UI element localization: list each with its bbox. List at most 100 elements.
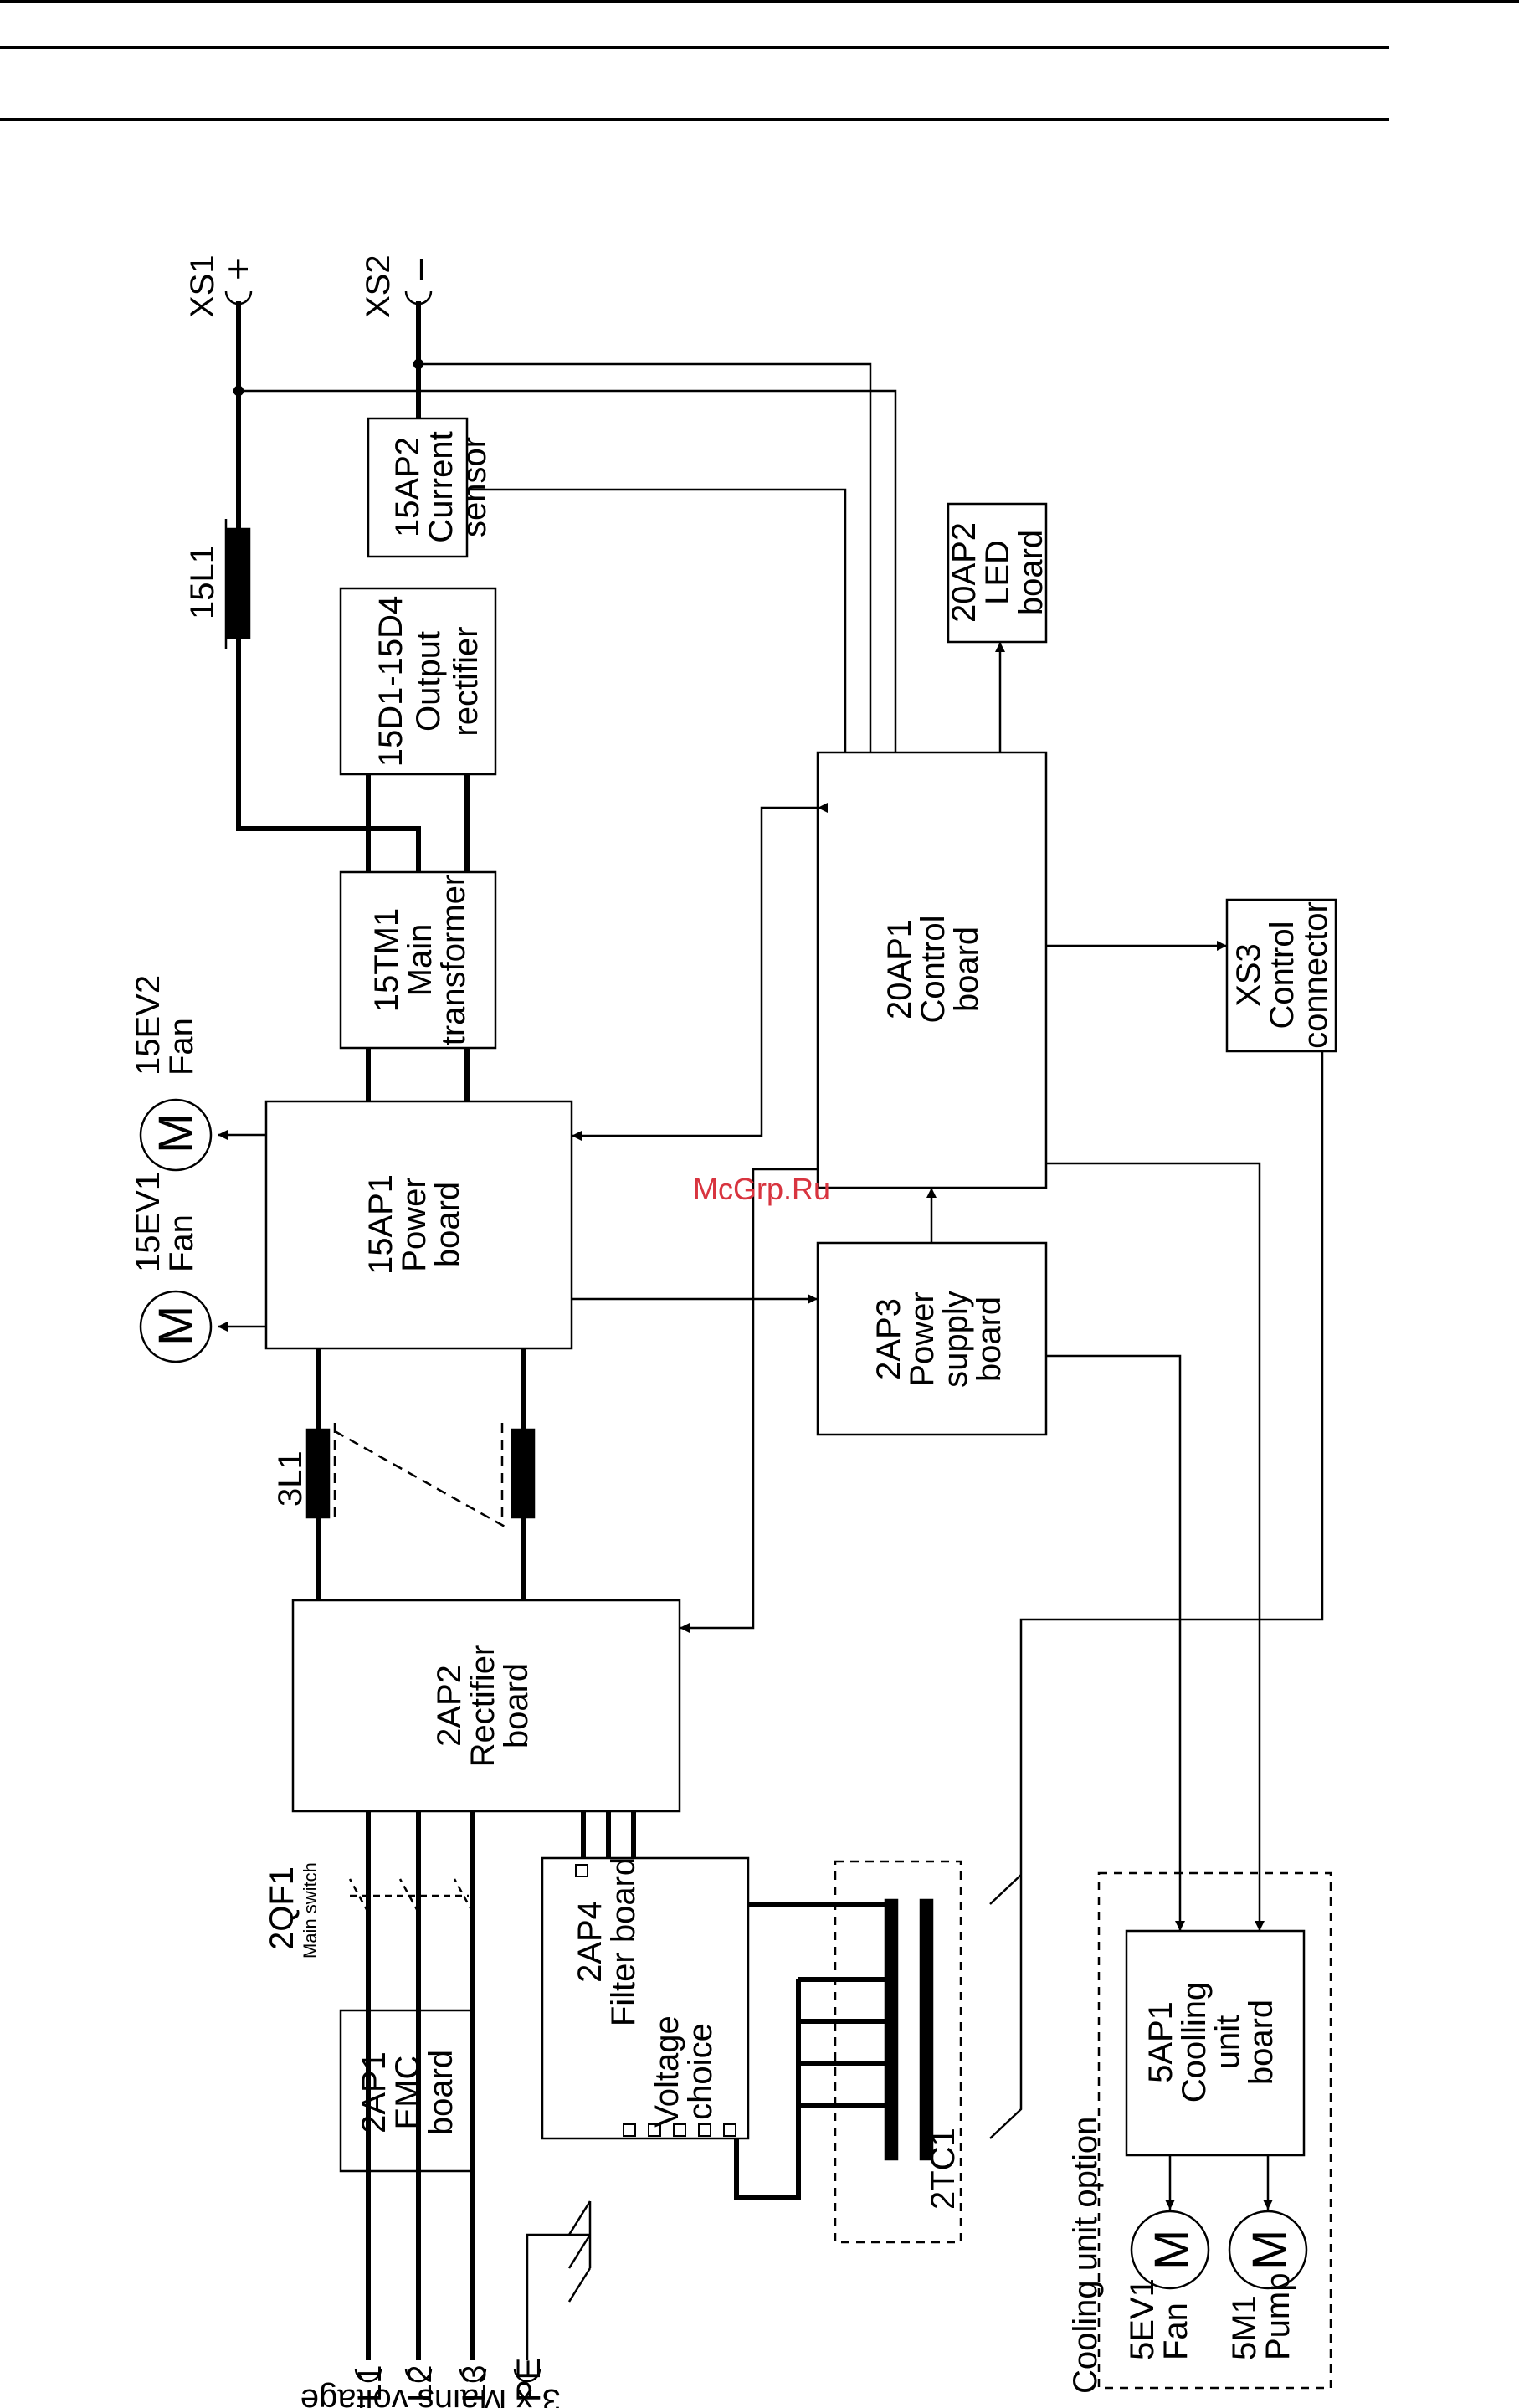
terminal-L2-label: L2 <box>402 2365 439 2403</box>
block-15D <box>339 587 497 776</box>
motor-15EV1-letter: M <box>149 1306 203 1346</box>
psu-to-cooling <box>1046 1354 1185 1931</box>
20AP1-line1: 20AP1 <box>881 919 918 1019</box>
motor-5M1-letter: M <box>1243 2230 1297 2270</box>
terminal-xs2 <box>404 290 433 305</box>
2AP3-line1: 2AP3 <box>870 1298 907 1380</box>
5AP1-line1: 5AP1 <box>1142 2001 1179 2083</box>
block-2AP2 <box>291 1599 681 1813</box>
15AP1-line3: board <box>429 1182 466 1267</box>
XS3-line3: connector <box>1297 901 1334 1049</box>
20AP2-line3: board <box>1013 530 1049 615</box>
motor-15EV2 <box>139 1098 213 1172</box>
control-to-power <box>572 803 828 1141</box>
2AP3-line3: supply <box>937 1291 974 1388</box>
main-switch-label: Main switch <box>300 1862 321 1959</box>
junction-xs2 <box>413 358 424 370</box>
tc1-enclosure <box>834 1860 962 2244</box>
motor-5EV1-letter: M <box>1145 2230 1199 2270</box>
xs1-to-control <box>239 389 897 752</box>
5EV1-label-2: Fan <box>1157 2303 1194 2360</box>
inductor-15L1 <box>226 527 251 639</box>
20AP2-line1: 20AP2 <box>946 522 983 623</box>
xs1-sign: + <box>216 258 259 280</box>
filter-terminals <box>575 1864 736 2137</box>
filter-taps <box>581 1811 636 1858</box>
xs2-to-control <box>418 362 872 752</box>
15TM1-line1: 15TM1 <box>368 908 405 1013</box>
block-XS3 <box>1225 898 1337 1053</box>
2AP1-line3: board <box>423 2050 459 2135</box>
2AP1-line1: 2AP1 <box>356 2051 393 2133</box>
15EV1-label-1: 15EV1 <box>130 1172 167 1272</box>
15L1-label: 15L1 <box>184 545 221 619</box>
mains-voltage-label: 3 x Mains voltage <box>300 2382 561 2408</box>
motor-5M1 <box>1228 2210 1308 2290</box>
terminal-L2 <box>404 2368 433 2383</box>
5EV1-label-1: 5EV1 <box>1124 2278 1161 2360</box>
2AP1-line2: EMC <box>389 2056 426 2130</box>
15TM1-line3: transformer <box>435 875 472 1046</box>
15AP2-line1: 15AP2 <box>389 437 426 537</box>
block-5AP1 <box>1125 1929 1306 2157</box>
terminal-PE-label: PE <box>511 2358 547 2402</box>
2QF1-label: 2QF1 <box>264 1866 300 1950</box>
cooling-option-label: Cooling unit option <box>1067 2117 1104 2394</box>
pe-line <box>526 2233 590 2360</box>
2AP4-voltage-line1: Voltage <box>649 2015 685 2127</box>
15AP2-line2: Current <box>423 431 459 542</box>
top-rule-3 <box>0 118 1389 121</box>
xs1-label: XS1 <box>184 254 221 318</box>
5M1-label-2: Pump <box>1260 2273 1296 2361</box>
2AP3-line4: board <box>971 1296 1008 1382</box>
15AP1-line2: Power <box>396 1177 433 1271</box>
xs2-sign: – <box>396 259 439 280</box>
3L1-label: 3L1 <box>272 1450 309 1507</box>
20AP1-line2: Control <box>915 916 952 1024</box>
15EV1-label-2: Fan <box>163 1214 200 1272</box>
15AP1-line1: 15AP1 <box>362 1174 399 1275</box>
cooling-option-enclosure <box>1097 1871 1332 2390</box>
2AP2-line1: 2AP2 <box>431 1665 468 1747</box>
motor-15EV2-letter: M <box>149 1113 203 1153</box>
15D-line1: 15D1-15D4 <box>372 596 409 768</box>
15AP2-line3: sensor <box>456 437 493 537</box>
2AP3-line2: Power <box>904 1291 941 1386</box>
control-to-rect <box>680 1168 818 1633</box>
tc1-primary <box>734 1902 890 2200</box>
2AP2-line2: Rectifier <box>464 1645 501 1768</box>
watermark: McGrp.Ru <box>692 1172 831 1206</box>
15TM1-line2: Main <box>402 924 439 997</box>
15D-line2: Output <box>410 631 447 732</box>
motor-15EV1 <box>139 1290 213 1363</box>
block-2AP4 <box>541 1856 750 2140</box>
20AP1-line3: board <box>948 927 985 1012</box>
motor-5EV1 <box>1130 2210 1210 2290</box>
5M1-label-1: 5M1 <box>1226 2295 1263 2360</box>
terminal-L3 <box>459 2368 487 2383</box>
15D-line3: rectifier <box>448 626 485 736</box>
2AP2-line3: board <box>498 1663 535 1748</box>
tc1-core-b <box>919 1898 934 2161</box>
5AP1-line2: Coolling <box>1176 1982 1213 2103</box>
2AP4-line2: Filter board <box>605 1857 642 2026</box>
diagram-text: 15AP2 Current sensor 15D1-15D4 Output re… <box>130 254 1334 2408</box>
terminal-L1-label: L1 <box>352 2365 388 2403</box>
5AP1-line4: board <box>1243 2000 1280 2085</box>
inductor-3L1-coupling <box>333 1423 507 1529</box>
terminal-xs1 <box>224 290 253 305</box>
control-to-cooling <box>1046 1162 1265 1931</box>
block-15AP1 <box>264 1100 573 1350</box>
inductor-3L1-a <box>305 1428 331 1519</box>
main-switch-contacts <box>348 1878 475 1913</box>
xs2-label: XS2 <box>360 254 397 318</box>
junction-xs1 <box>233 385 244 397</box>
2AP4-voltage-line2: choice <box>682 2023 719 2120</box>
XS3-line2: Control <box>1264 922 1301 1029</box>
diagram-upright <box>139 290 1337 2390</box>
terminal-L1 <box>354 2368 382 2383</box>
5AP1-line3: unit <box>1209 2015 1246 2070</box>
15EV2-label-1: 15EV2 <box>130 975 167 1076</box>
xs1-bus <box>236 301 421 872</box>
